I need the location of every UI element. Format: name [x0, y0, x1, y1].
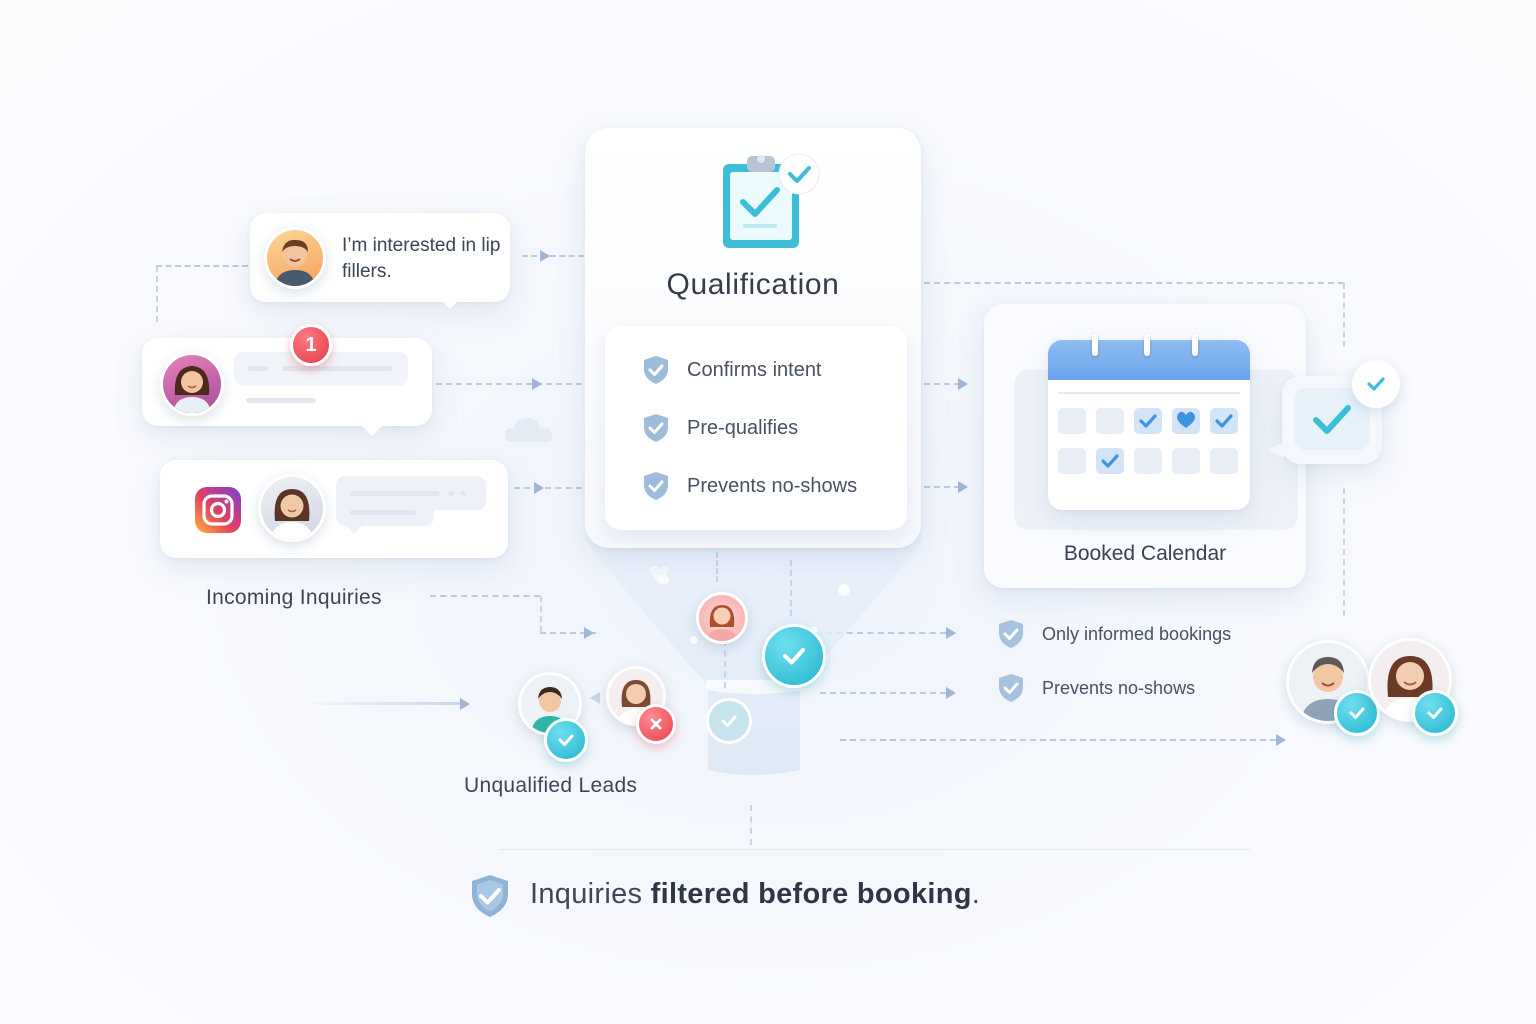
avatar	[264, 227, 326, 289]
arrow-head	[540, 250, 550, 262]
reject-badge	[636, 704, 676, 744]
outcome-label: Only informed bookings	[1042, 624, 1231, 645]
qualification-title: Qualification	[585, 268, 921, 302]
criteria-item: Confirms intent	[641, 354, 822, 386]
qualified-check-badge	[762, 624, 826, 688]
avatar	[258, 474, 326, 542]
cloud-icon	[502, 412, 558, 446]
footer-suffix: .	[972, 878, 980, 910]
notification-badge: 1	[290, 324, 332, 366]
arrow-head	[958, 378, 968, 390]
unqualified-leads-label: Unqualified Leads	[464, 774, 637, 798]
connector-line	[924, 486, 960, 488]
footer-prefix: Inquiries	[530, 878, 651, 910]
funnel-flow-line	[790, 560, 792, 616]
footer-tagline: Inquiries filtered before booking.	[530, 878, 980, 911]
instagram-inquiry-card[interactable]	[160, 460, 508, 558]
connector-line	[514, 487, 582, 489]
criteria-label: Confirms intent	[687, 359, 822, 382]
connector-line	[924, 282, 1344, 284]
calendar-ring	[1092, 334, 1098, 356]
connector-line	[750, 805, 752, 845]
connector-line	[430, 595, 540, 597]
arrow-head	[534, 482, 544, 494]
funnel-flow-line	[716, 552, 718, 582]
connector-line	[300, 702, 460, 705]
bubble-tail	[362, 426, 382, 436]
check-badge	[1352, 360, 1400, 408]
qualification-criteria-list: Confirms intent Pre-qualifies Prevents n…	[605, 326, 907, 530]
calendar-icon	[1048, 340, 1250, 510]
bubble-tail	[1268, 442, 1284, 458]
criteria-item: Pre-qualifies	[641, 412, 798, 444]
connector-line	[1343, 283, 1345, 347]
inquiry-message-card[interactable]	[142, 338, 432, 426]
calendar-divider	[1058, 392, 1240, 394]
funnel-flow-line	[724, 640, 726, 688]
woman-avatar-icon	[163, 355, 221, 413]
outcome-item: Prevents no-shows	[996, 672, 1195, 704]
calendar-ring	[1144, 334, 1150, 356]
outcome-label: Prevents no-shows	[1042, 678, 1195, 699]
incoming-inquiries-label: Incoming Inquiries	[206, 586, 382, 610]
arrow-head	[460, 698, 470, 710]
bubble-tail	[346, 526, 362, 534]
check-badge	[1412, 690, 1458, 736]
connector-line	[540, 596, 542, 632]
booked-calendar-panel: Booked Calendar	[984, 304, 1306, 588]
shield-check-icon	[996, 672, 1026, 704]
checkmark-icon	[1364, 372, 1388, 396]
checkmark-icon	[1347, 703, 1367, 723]
shield-check-icon	[641, 354, 671, 386]
calendar-ring	[1192, 334, 1198, 356]
criteria-item: Prevents no-shows	[641, 470, 857, 502]
connector-line	[1343, 488, 1345, 616]
booked-calendar-label: Booked Calendar	[984, 542, 1306, 566]
footer-divider	[500, 849, 1250, 850]
shield-check-icon	[641, 412, 671, 444]
avatar	[160, 352, 224, 416]
checkmark-icon	[1425, 703, 1445, 723]
checkmark-icon	[719, 711, 739, 731]
checkmark-icon	[779, 641, 809, 671]
shield-check-icon	[468, 872, 512, 920]
footer-emphasis: filtered before booking	[651, 878, 972, 910]
close-icon	[648, 716, 664, 732]
woman-avatar-icon	[261, 477, 323, 539]
qualification-panel: Qualification Confirms intent Pre-qualif…	[585, 128, 921, 548]
woman-avatar-icon	[699, 595, 745, 641]
arrow-head	[958, 481, 968, 493]
bubble-tail	[440, 299, 460, 309]
arrow-head	[532, 378, 542, 390]
criteria-label: Pre-qualifies	[687, 417, 798, 440]
checkmark-icon	[1310, 400, 1354, 440]
message-preview-2	[336, 504, 434, 526]
connector-line	[436, 383, 582, 385]
man-avatar-icon	[267, 230, 323, 286]
avatar	[696, 592, 748, 644]
arrow-head	[1276, 734, 1286, 746]
instagram-icon	[194, 486, 242, 534]
chat-message-text: I’m interested in lip fillers.	[342, 233, 502, 285]
connector-line	[156, 265, 248, 267]
connector-line	[156, 266, 158, 322]
arrow-head	[946, 687, 956, 699]
calendar-grid	[1056, 406, 1244, 478]
connector-line	[522, 255, 584, 257]
funnel-icon	[584, 530, 924, 780]
connector-line	[924, 383, 960, 385]
arrow-head	[946, 627, 956, 639]
message-line	[246, 398, 316, 403]
shield-check-icon	[996, 618, 1026, 650]
criteria-label: Prevents no-shows	[687, 475, 857, 498]
shield-check-icon	[641, 470, 671, 502]
chat-message-bubble[interactable]: I’m interested in lip fillers.	[250, 213, 510, 302]
arrow-head	[590, 692, 600, 704]
check-badge	[544, 718, 588, 762]
checkmark-icon	[556, 730, 576, 750]
filtered-check-badge	[706, 698, 752, 744]
outcome-item: Only informed bookings	[996, 618, 1231, 650]
clipboard-check-icon	[719, 150, 831, 250]
